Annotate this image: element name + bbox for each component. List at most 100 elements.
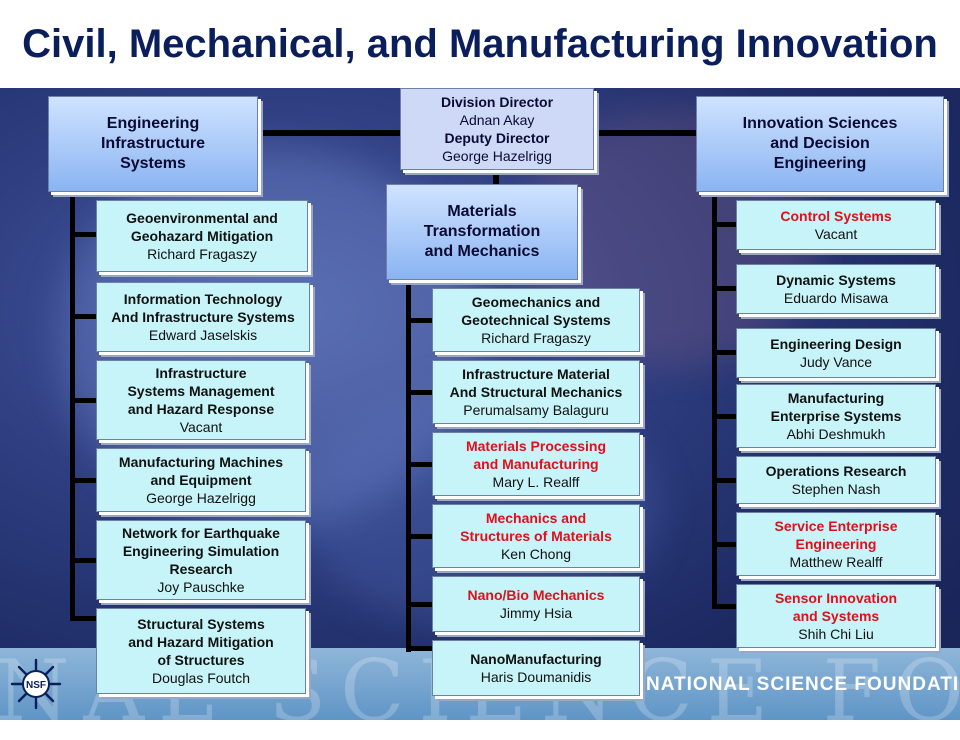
program-director: Perumalsamy Balaguru <box>463 402 609 418</box>
program-title: Structures of Materials <box>460 528 612 544</box>
footer-org-name: NATIONAL SCIENCE FOUNDATION <box>646 674 960 695</box>
head-line: and Decision <box>770 135 870 152</box>
program-box: Structural Systems and Hazard Mitigation… <box>96 608 306 694</box>
head-line: Systems <box>120 155 186 172</box>
program-title: And Structural Mechanics <box>449 384 623 400</box>
program-box: Network for Earthquake Engineering Simul… <box>96 520 306 600</box>
program-director: Richard Fragaszy <box>147 246 257 262</box>
head-line: Engineering <box>106 115 200 132</box>
program-title: Structural Systems <box>137 616 265 632</box>
head-line: Transformation <box>423 223 541 240</box>
program-box: Mechanics and Structures of Materials Ke… <box>432 504 640 568</box>
program-title: and Equipment <box>150 472 252 488</box>
program-director: Haris Doumanidis <box>480 669 592 685</box>
director-title: Division Director <box>440 94 554 110</box>
program-director: Joy Pauschke <box>157 579 245 595</box>
head-line: Infrastructure <box>100 135 206 152</box>
program-director: Matthew Realff <box>789 554 883 570</box>
deputy-director-name: George Hazelrigg <box>442 148 552 164</box>
program-box: Operations Research Stephen Nash <box>736 456 936 504</box>
program-title: and Hazard Mitigation <box>128 634 274 650</box>
program-director: Mary L. Realff <box>492 474 580 490</box>
program-title: Mechanics and <box>485 510 587 526</box>
connector-tick <box>406 318 434 323</box>
program-box: Geoenvironmental and Geohazard Mitigatio… <box>96 200 308 272</box>
connector-tick <box>406 646 434 651</box>
connector-tick <box>712 414 738 419</box>
connector-tick <box>406 462 434 467</box>
program-title: And Infrastructure Systems <box>111 309 295 325</box>
connector-tick <box>70 232 98 237</box>
connector-tick <box>406 602 434 607</box>
program-title: NanoManufacturing <box>470 651 602 667</box>
program-box: Geomechanics and Geotechnical Systems Ri… <box>432 288 640 352</box>
program-title: Enterprise Systems <box>770 408 902 424</box>
head-line: Innovation Sciences <box>742 115 898 132</box>
program-title: Operations Research <box>765 463 907 479</box>
program-box: Nano/Bio Mechanics Jimmy Hsia <box>432 576 640 632</box>
program-director: Eduardo Misawa <box>783 290 889 306</box>
connector-tick <box>70 314 98 319</box>
program-title: of Structures <box>157 652 245 668</box>
program-title: Manufacturing <box>787 390 885 406</box>
head-line: Materials <box>447 203 517 220</box>
program-title: Sensor Innovation <box>774 590 898 606</box>
connector-director-down <box>493 168 499 186</box>
program-title: Engineering Design <box>770 336 902 352</box>
program-title: Infrastructure <box>155 365 247 381</box>
program-director: Douglas Foutch <box>151 670 251 686</box>
program-director: Shih Chi Liu <box>798 626 874 642</box>
program-title: Control Systems <box>780 208 892 224</box>
head-line: and Mechanics <box>424 243 540 260</box>
program-box: Sensor Innovation and Systems Shih Chi L… <box>736 584 936 648</box>
program-title: and Systems <box>792 608 880 624</box>
program-director: Stephen Nash <box>791 481 881 497</box>
program-box: Control Systems Vacant <box>736 200 936 250</box>
program-director: George Hazelrigg <box>146 490 256 506</box>
program-title: Geotechnical Systems <box>461 312 611 328</box>
materials-transformation-mechanics-head: Materials Transformation and Mechanics <box>386 184 578 280</box>
program-director: Edward Jaselskis <box>148 327 258 343</box>
seal-text: NSF <box>26 680 46 691</box>
connector-tick <box>406 390 434 395</box>
program-title: Infrastructure Material <box>462 366 610 382</box>
head-line: Engineering <box>773 155 867 172</box>
program-box: Information Technology And Infrastructur… <box>96 282 310 352</box>
program-title: Manufacturing Machines <box>118 454 284 470</box>
program-title: Geoenvironmental and <box>126 210 278 226</box>
program-title: and Manufacturing <box>473 456 599 472</box>
division-director-box: Division Director Adnan Akay Deputy Dire… <box>400 88 594 170</box>
connector-tick <box>712 478 738 483</box>
program-title: and Hazard Response <box>127 401 275 417</box>
connector-middle-spine <box>406 282 411 652</box>
connector-tick <box>70 558 98 563</box>
program-box: Manufacturing Machines and Equipment Geo… <box>96 448 306 512</box>
connector-tick <box>70 478 98 483</box>
program-title: Information Technology <box>123 291 283 307</box>
deputy-director-title: Deputy Director <box>444 130 550 146</box>
program-box: Infrastructure Material And Structural M… <box>432 360 640 424</box>
connector-tick <box>712 222 738 227</box>
program-box: NanoManufacturing Haris Doumanidis <box>432 640 640 696</box>
page-title: Civil, Mechanical, and Manufacturing Inn… <box>0 0 960 88</box>
program-director: Ken Chong <box>500 546 572 562</box>
program-title: Nano/Bio Mechanics <box>467 587 605 603</box>
connector-tick <box>406 534 434 539</box>
connector-tick <box>712 604 738 609</box>
program-title: Geomechanics and <box>471 294 601 310</box>
program-title: Research <box>169 561 233 577</box>
engineering-infrastructure-systems-head: Engineering Infrastructure Systems <box>48 96 258 192</box>
program-box: Manufacturing Enterprise Systems Abhi De… <box>736 384 936 448</box>
nsf-seal-icon: NSF <box>10 658 62 710</box>
program-director: Vacant <box>814 226 858 242</box>
innovation-sciences-decision-engineering-head: Innovation Sciences and Decision Enginee… <box>696 96 944 192</box>
program-box: Service Enterprise Engineering Matthew R… <box>736 512 936 576</box>
program-director: Abhi Deshmukh <box>786 426 886 442</box>
program-title: Network for Earthquake <box>122 525 280 541</box>
program-director: Judy Vance <box>799 354 873 370</box>
program-title: Engineering Simulation <box>122 543 280 559</box>
connector-left-spine <box>70 192 75 620</box>
director-name: Adnan Akay <box>459 112 535 128</box>
program-box: Infrastructure Systems Management and Ha… <box>96 360 306 440</box>
program-title: Service Enterprise <box>774 518 898 534</box>
